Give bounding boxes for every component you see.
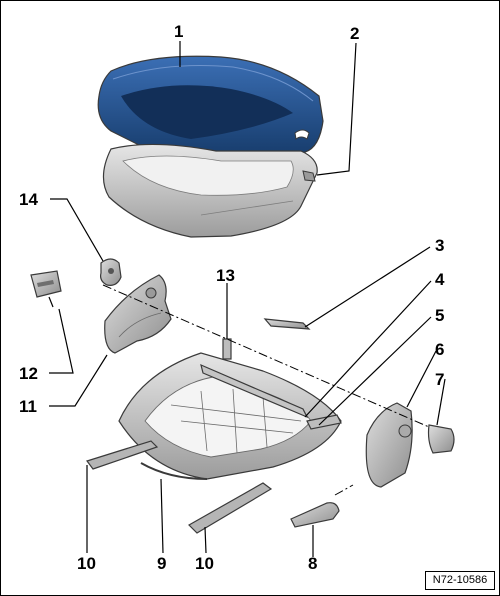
part-11-side-trim xyxy=(104,274,172,354)
callout-14: 14 xyxy=(19,190,38,209)
figure-reference-label: N72-10586 xyxy=(425,571,495,590)
callout-10-left: 10 xyxy=(77,554,96,573)
callout-12: 12 xyxy=(19,364,38,383)
callout-7: 7 xyxy=(435,370,444,389)
part-7-knob xyxy=(427,424,455,454)
callout-5: 5 xyxy=(435,306,444,325)
callout-6: 6 xyxy=(435,340,444,359)
callout-4: 4 xyxy=(435,270,445,289)
seat-cushion-cover xyxy=(97,55,324,166)
callout-11: 11 xyxy=(19,397,37,416)
part-12-connector xyxy=(30,270,62,308)
callout-2: 2 xyxy=(350,24,359,43)
assembly-axis-2 xyxy=(334,484,354,496)
assembly-axis xyxy=(102,284,430,428)
callout-3: 3 xyxy=(435,236,444,255)
callout-8: 8 xyxy=(308,554,317,573)
part-3-strip xyxy=(263,318,311,330)
seat-frame xyxy=(86,338,342,534)
callout-10-right: 10 xyxy=(195,554,214,573)
part-6-side-cover xyxy=(365,402,413,488)
leader-lines xyxy=(49,41,446,557)
part-14-bracket xyxy=(100,258,122,286)
part-8-lever xyxy=(290,502,340,528)
callout-1: 1 xyxy=(174,22,183,41)
seat-cushion-foam xyxy=(102,143,318,238)
callout-13: 13 xyxy=(216,266,235,285)
callout-9: 9 xyxy=(157,554,166,573)
